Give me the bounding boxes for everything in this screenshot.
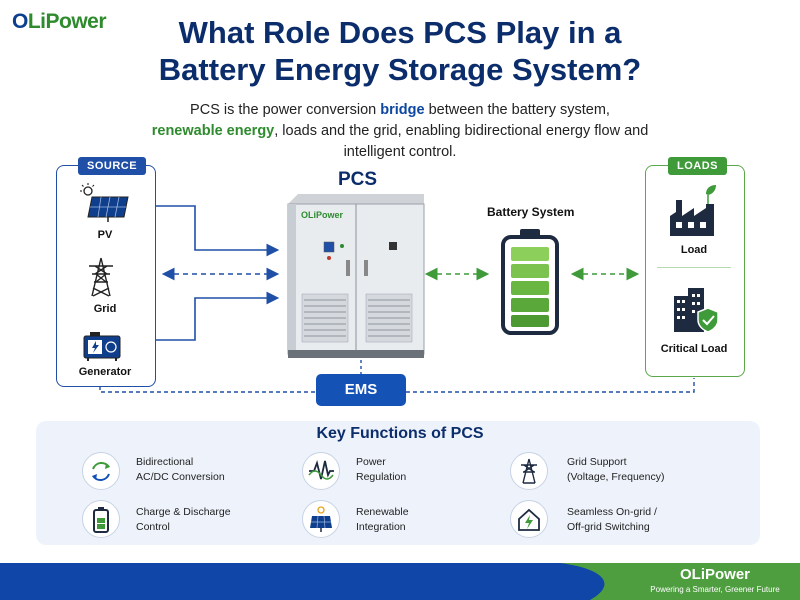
source-tag: SOURCE xyxy=(78,157,147,175)
source-grid-label: Grid xyxy=(93,303,117,315)
pcs-cabinet xyxy=(287,194,425,358)
battery-icon xyxy=(501,229,559,335)
page-title: What Role Does PCS Play in a Battery Ene… xyxy=(158,15,642,87)
footer-brand: OLiPower xyxy=(679,566,750,583)
loads-load-label: Load xyxy=(680,244,708,256)
loads-critical-label: Critical Load xyxy=(660,343,728,355)
source-pv-label: PV xyxy=(97,229,113,241)
solar-panel-icon xyxy=(80,183,129,222)
factory-icon xyxy=(670,185,716,236)
pv-connector xyxy=(155,205,280,257)
footer-accent xyxy=(560,563,800,600)
house-bolt-icon xyxy=(510,500,548,538)
waveform-icon xyxy=(302,452,340,490)
ems-loop-right xyxy=(406,378,695,393)
ems-box: EMS xyxy=(316,374,406,406)
key-functions-panel xyxy=(36,421,760,545)
pcs-title: PCS xyxy=(338,169,378,190)
page-subtitle: PCS is the power conversion bridge betwe… xyxy=(151,102,649,160)
loads-tag: LOADS xyxy=(668,157,727,175)
loads-divider xyxy=(657,267,731,268)
battery-title: Battery System xyxy=(487,205,575,219)
brand-logo: OLiPower xyxy=(12,10,107,33)
building-shield-icon xyxy=(674,288,719,332)
ems-loop xyxy=(99,386,316,393)
renewable-solar-icon xyxy=(302,500,340,538)
generator-icon xyxy=(83,332,121,361)
source-generator-label: Generator xyxy=(78,366,132,378)
transmission-tower-icon xyxy=(89,257,113,297)
generator-connector xyxy=(155,291,280,341)
footer-tagline: Powering a Smarter, Greener Future xyxy=(650,585,780,594)
charge-battery-icon xyxy=(82,500,120,538)
grid-support-tower-icon xyxy=(510,452,548,490)
bidirectional-arrows-icon xyxy=(82,452,120,490)
key-functions-title: Key Functions of PCS xyxy=(316,425,484,442)
function-6-text: Seamless On-grid /Off-grid Switching xyxy=(567,506,657,533)
function-3-text: Grid Support(Voltage, Frequency) xyxy=(567,456,665,483)
loads-panel xyxy=(645,165,745,377)
pcs-cabinet-logo: OLiPower xyxy=(301,210,344,220)
